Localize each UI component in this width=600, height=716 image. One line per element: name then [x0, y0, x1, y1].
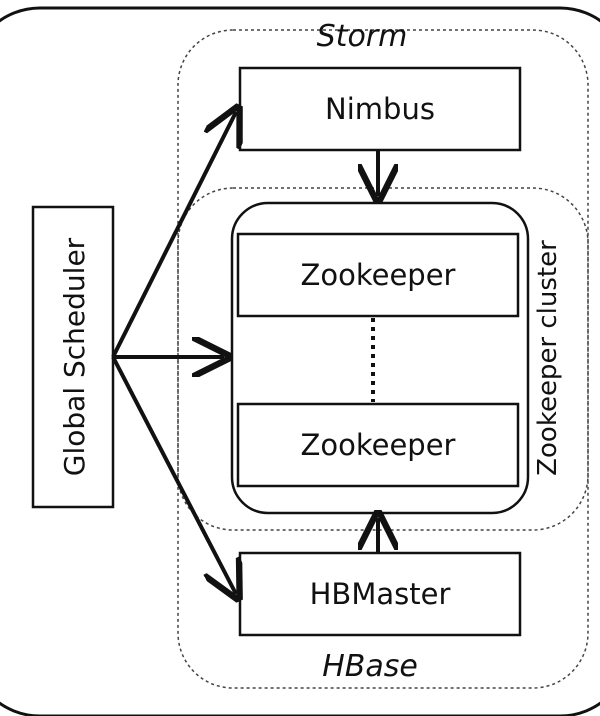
hbase-label: HBase — [322, 649, 418, 684]
storm-label: Storm — [317, 19, 408, 54]
zookeeper-top-box — [236, 232, 520, 318]
storm-container — [177, 29, 589, 531]
zookeeper-bottom-box — [236, 402, 520, 488]
global-scheduler-label: Global Scheduler — [58, 237, 91, 476]
hbmaster-box — [238, 551, 522, 637]
nimbus-label: Nimbus — [325, 92, 435, 126]
arrow-to-hbmaster — [111, 356, 236, 594]
zookeeper-bottom-label: Zookeeper — [301, 428, 456, 462]
zookeeper-top-label: Zookeeper — [301, 258, 456, 292]
arrow-to-nimbus — [111, 112, 236, 358]
outer-frame — [0, 6, 600, 716]
hbmaster-label: HBMaster — [310, 577, 451, 611]
zookeeper-cluster-label: Zookeeper cluster — [533, 240, 563, 476]
